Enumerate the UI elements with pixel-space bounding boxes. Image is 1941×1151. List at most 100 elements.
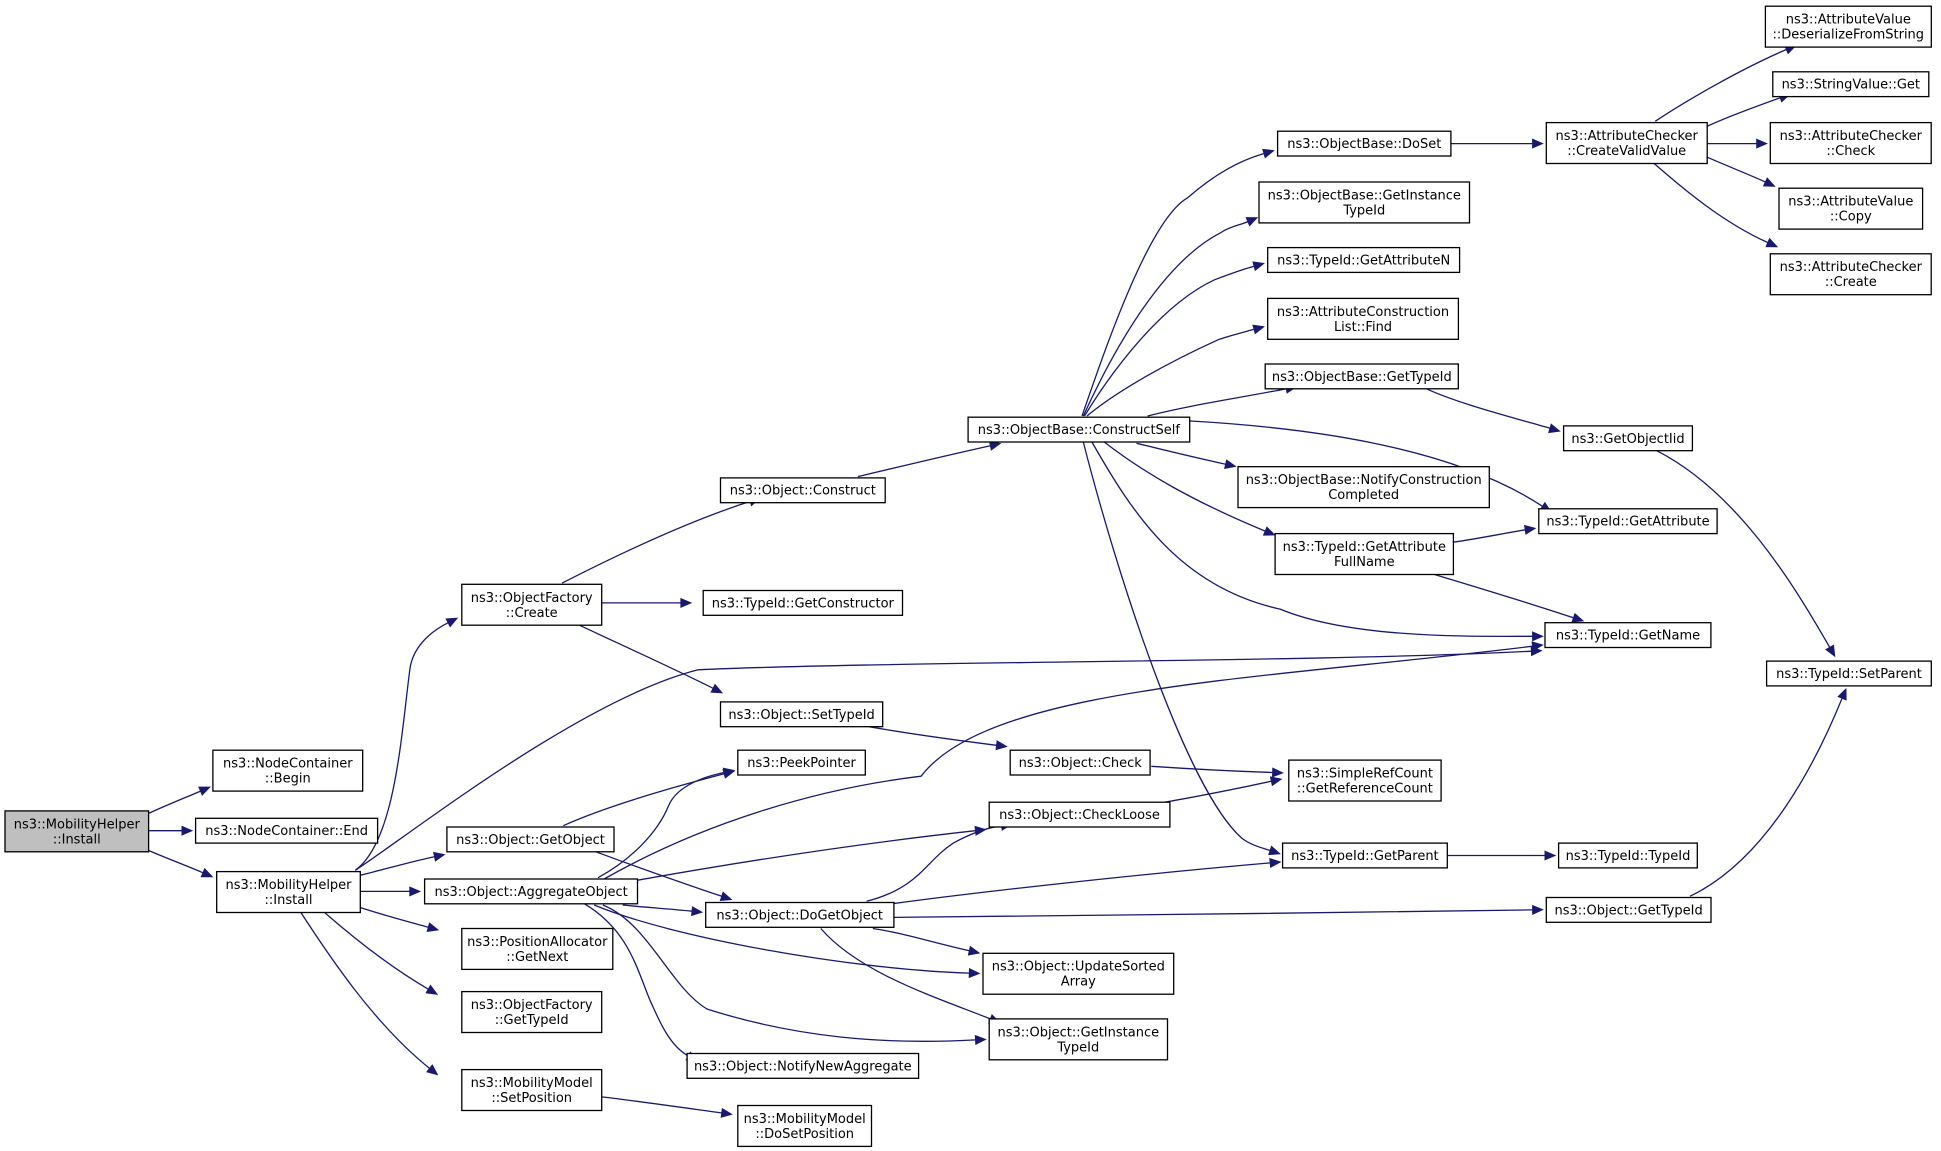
- node-o-gettypeid[interactable]: ns3::Object::GetTypeId: [1545, 896, 1712, 923]
- node-sv-get[interactable]: ns3::StringValue::Get: [1772, 71, 1930, 98]
- node-o-getobject[interactable]: ns3::Object::GetObject: [446, 826, 615, 853]
- node-ac-create[interactable]: ns3::AttributeChecker::Create: [1769, 253, 1932, 296]
- edge-mh_install-to-o_getobject: [360, 851, 446, 876]
- node-label-line: ns3::AttributeChecker: [1556, 129, 1699, 144]
- node-t-getattribute[interactable]: ns3::TypeId::GetAttribute: [1538, 508, 1718, 535]
- node-box: [1274, 532, 1455, 576]
- arrowhead: [1523, 524, 1537, 535]
- edge-line: [892, 861, 1280, 905]
- edge-ob_gettypeid-to-getobjectiid: [1425, 388, 1561, 434]
- node-label-line: ns3::TypeId::GetAttribute: [1283, 540, 1446, 555]
- node-mm-setpos[interactable]: ns3::MobilityModel::SetPosition: [461, 1068, 603, 1112]
- node-o-construct[interactable]: ns3::Object::Construct: [719, 477, 886, 504]
- edge-line: [1653, 162, 1777, 247]
- node-label-line: ::GetReferenceCount: [1297, 782, 1433, 797]
- node-src-getrefcount[interactable]: ns3::SimpleRefCount::GetReferenceCount: [1288, 759, 1442, 802]
- edge-line: [820, 928, 1000, 1023]
- node-box: [1276, 130, 1452, 157]
- node-label-line: ::GetTypeId: [495, 1013, 569, 1028]
- node-of-gettypeid[interactable]: ns3::ObjectFactory::GetTypeId: [461, 990, 603, 1034]
- node-t-getparent[interactable]: ns3::TypeId::GetParent: [1281, 842, 1448, 869]
- arrowhead: [968, 968, 981, 979]
- edge-t_getattrfullname-to-t_getname: [1426, 571, 1585, 623]
- node-of-create[interactable]: ns3::ObjectFactory::Create: [461, 583, 603, 626]
- edge-line: [1706, 156, 1774, 187]
- arrowhead: [719, 891, 733, 901]
- arrowhead: [198, 786, 211, 796]
- edge-line: [148, 786, 210, 814]
- node-box: [719, 701, 884, 728]
- edge-line: [857, 443, 1000, 478]
- node-root[interactable]: ns3::MobilityHelper::Install: [4, 810, 150, 853]
- node-ob-constructself[interactable]: ns3::ObjectBase::ConstructSelf: [967, 416, 1191, 443]
- node-peekpointer[interactable]: ns3::PeekPointer: [737, 749, 866, 776]
- edge-line: [1091, 441, 1542, 637]
- node-t-getconstructor[interactable]: ns3::TypeId::GetConstructor: [702, 589, 904, 616]
- edges-layer: [148, 45, 1847, 1118]
- node-getobjectiid[interactable]: ns3::GetObjectIid: [1562, 425, 1694, 452]
- node-box: [212, 749, 364, 792]
- edge-mh_install-to-o_aggregate: [360, 886, 422, 897]
- node-av-copy[interactable]: ns3::AttributeValue::Copy: [1778, 187, 1924, 230]
- node-label-line: ::DoSetPosition: [755, 1127, 854, 1142]
- node-label-line: List::Find: [1334, 320, 1392, 335]
- node-t-typeid[interactable]: ns3::TypeId::TypeId: [1557, 842, 1698, 869]
- node-mm-dosetpos[interactable]: ns3::MobilityModel::DoSetPosition: [737, 1104, 873, 1148]
- node-ob-gettypeid[interactable]: ns3::ObjectBase::GetTypeId: [1264, 363, 1459, 390]
- node-t-getname[interactable]: ns3::TypeId::GetName: [1544, 622, 1712, 649]
- node-ac-createvalid[interactable]: ns3::AttributeChecker::CreateValidValue: [1545, 121, 1708, 165]
- edge-line: [597, 770, 734, 879]
- node-box: [1562, 425, 1694, 452]
- node-o-check[interactable]: ns3::Object::Check: [1009, 749, 1151, 776]
- arrowhead: [988, 440, 1002, 451]
- node-label-line: Completed: [1328, 488, 1399, 503]
- node-o-aggregate[interactable]: ns3::Object::AggregateObject: [423, 878, 639, 905]
- edge-line: [1151, 765, 1282, 774]
- edge-line: [583, 903, 697, 1061]
- edge-ob_constructself-to-ob_notifycc: [1136, 442, 1237, 470]
- edge-o_construct-to-ob_constructself: [857, 440, 1002, 478]
- node-nc-begin[interactable]: ns3::NodeContainer::Begin: [212, 749, 364, 792]
- node-ac-check[interactable]: ns3::AttributeChecker::Check: [1769, 121, 1932, 165]
- node-o-dogetobject[interactable]: ns3::Object::DoGetObject: [705, 901, 895, 928]
- arrowhead: [1531, 641, 1544, 652]
- node-o-settypeid[interactable]: ns3::Object::SetTypeId: [719, 701, 884, 728]
- node-label-line: ns3::AttributeConstruction: [1277, 305, 1449, 320]
- edge-t_getattrfullname-to-t_getattribute: [1453, 524, 1537, 543]
- node-ob-notifycc[interactable]: ns3::ObjectBase::NotifyConstructionCompl…: [1237, 466, 1490, 509]
- node-ob-doset[interactable]: ns3::ObjectBase::DoSet: [1276, 130, 1452, 157]
- edge-line: [1082, 217, 1257, 417]
- node-pa-getnext[interactable]: ns3::PositionAllocator::GetNext: [461, 927, 614, 971]
- arrowhead: [445, 617, 459, 628]
- arrowhead: [710, 683, 724, 694]
- node-o-notifynewagg[interactable]: ns3::Object::NotifyNewAggregate: [686, 1052, 920, 1079]
- arrowhead: [181, 825, 194, 836]
- node-label-line: ns3::TypeId::GetAttribute: [1546, 515, 1709, 530]
- node-label-line: ns3::ObjectBase::GetTypeId: [1272, 370, 1452, 385]
- edge-line: [872, 927, 979, 954]
- arrowhead: [1825, 644, 1836, 658]
- node-box: [1258, 181, 1471, 224]
- node-nc-end[interactable]: ns3::NodeContainer::End: [194, 817, 379, 844]
- edge-ac_createvalid-to-ac_create: [1653, 162, 1779, 248]
- arrowhead: [409, 886, 422, 897]
- node-av-deserialize[interactable]: ns3::AttributeValue::DeserializeFromStri…: [1764, 5, 1932, 48]
- node-label-line: TypeId: [1056, 1040, 1099, 1055]
- node-label-line: FullName: [1334, 555, 1395, 570]
- node-box: [446, 826, 615, 853]
- edge-ob_constructself-to-acl_find: [1086, 324, 1265, 417]
- node-mh-install[interactable]: ns3::MobilityHelper::Install: [216, 870, 361, 914]
- arrowhead: [1252, 261, 1265, 272]
- node-label-line: Array: [1061, 975, 1096, 990]
- node-t-setparent[interactable]: ns3::TypeId::SetParent: [1765, 660, 1932, 687]
- arrowhead: [1765, 237, 1779, 248]
- node-box: [1267, 297, 1460, 340]
- node-o-checkloose[interactable]: ns3::Object::CheckLoose: [988, 801, 1171, 828]
- node-t-getattributen[interactable]: ns3::TypeId::GetAttributeN: [1267, 246, 1461, 274]
- arrowhead: [426, 922, 440, 932]
